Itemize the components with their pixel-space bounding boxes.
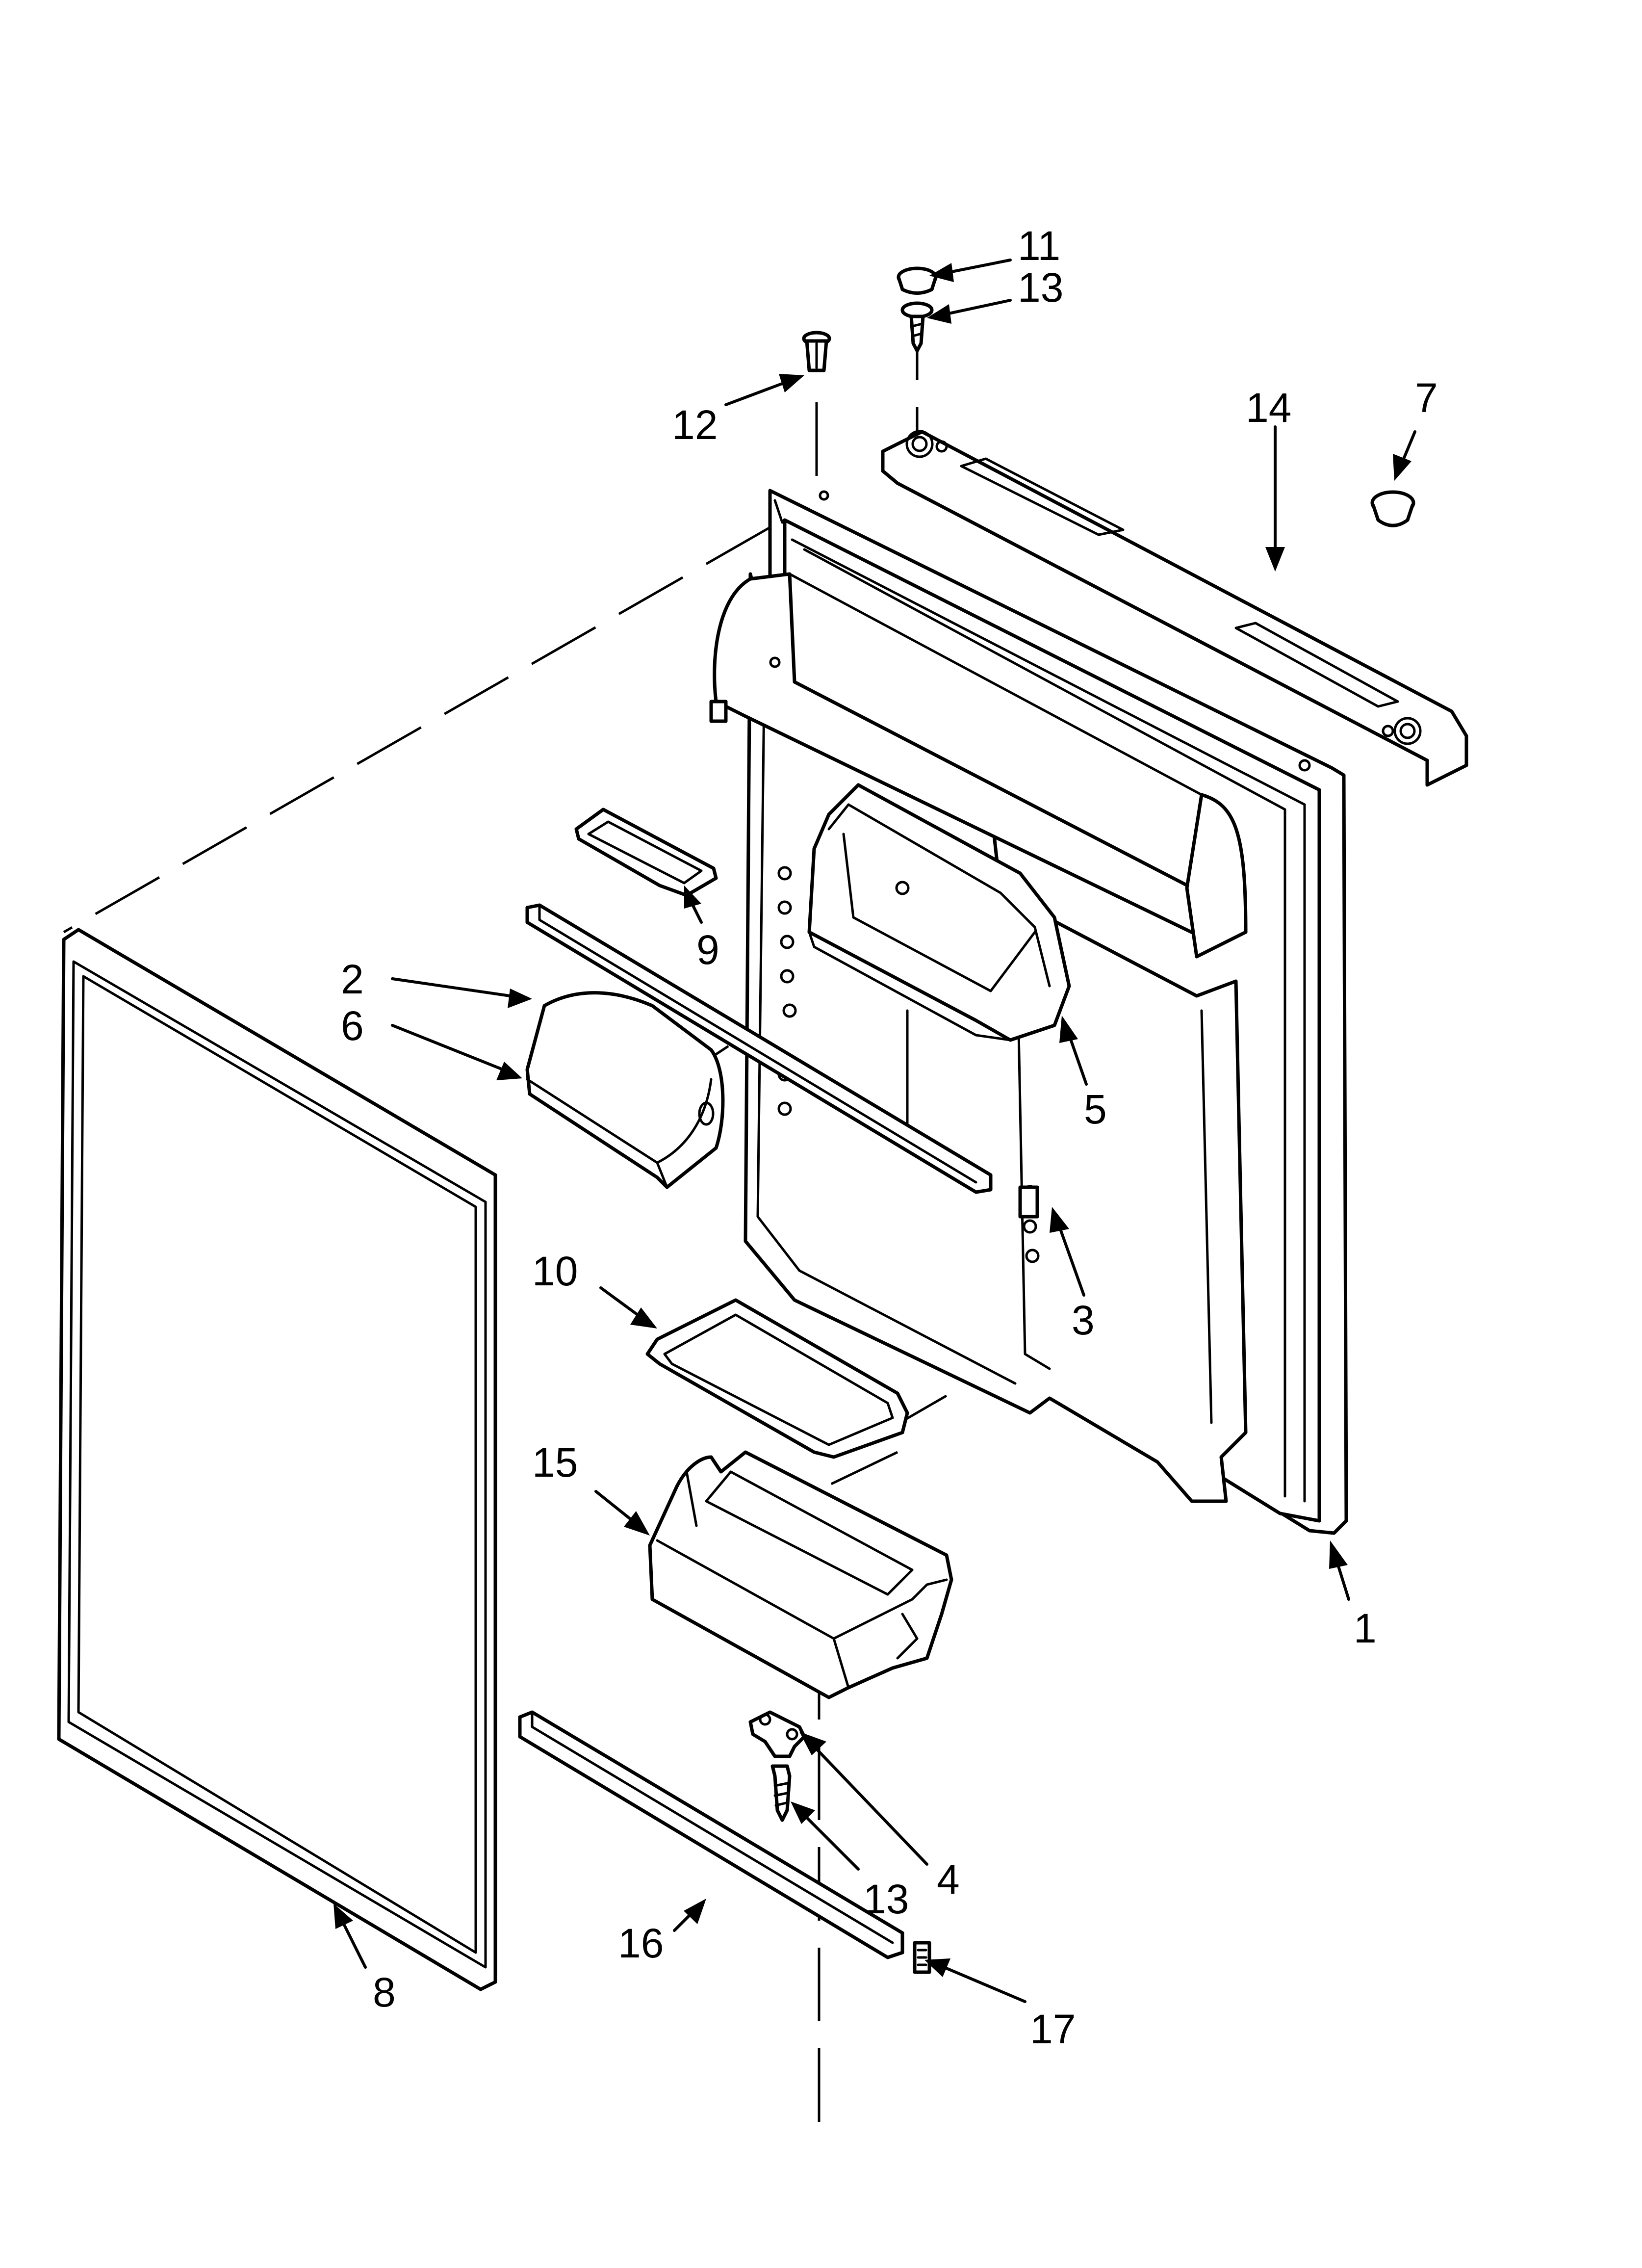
trim-strip-part-16 <box>518 1710 904 1959</box>
dairy-door-part-6 <box>525 991 725 1189</box>
callout-7: 7 <box>1415 375 1438 421</box>
pin-part-12 <box>802 331 831 372</box>
callout-17: 17 <box>1030 2006 1076 2052</box>
callout-8: 8 <box>373 1969 396 2015</box>
small-tray-part-9 <box>574 808 718 897</box>
callout-10: 10 <box>532 1248 578 1294</box>
callout-4: 4 <box>937 1856 960 1903</box>
handle-cap-part-14 <box>881 430 1468 787</box>
plug-part-11 <box>897 266 938 295</box>
callout-11: 11 <box>1018 223 1060 269</box>
callout-5: 5 <box>1084 1086 1107 1132</box>
screw-part-13-bottom <box>770 1764 792 1822</box>
callout-9: 9 <box>696 927 719 973</box>
upper-door-bin <box>709 572 1248 959</box>
callout-12: 12 <box>672 402 718 448</box>
callout-3: 3 <box>1072 1297 1095 1343</box>
door-bin-part-15 <box>648 1450 953 1699</box>
screw-part-13-top <box>900 301 934 353</box>
callout-numbers: 1 2 3 4 5 6 7 8 9 10 11 12 13 13 14 15 1… <box>341 223 1438 2052</box>
shelf-part-10 <box>645 1298 909 1459</box>
retainer-bar-part-2 <box>525 903 993 1194</box>
dairy-bin-part-5 <box>807 783 1071 1042</box>
plug-part-7 <box>1370 490 1415 527</box>
clip-part-3 <box>1018 1185 1039 1219</box>
callout-1: 1 <box>1354 1605 1377 1651</box>
callout-16: 16 <box>618 1920 664 1966</box>
callout-15: 15 <box>532 1439 578 1486</box>
callout-2: 2 <box>341 956 364 1002</box>
leader-arrows <box>334 259 1416 2003</box>
door-gasket-part-8 <box>57 928 497 1991</box>
end-cap-part-17 <box>913 1941 931 1974</box>
callout-13-bottom: 13 <box>863 1876 909 1922</box>
callout-6: 6 <box>341 1003 364 1049</box>
hinge-part-4 <box>748 1710 806 1758</box>
callout-13-top: 13 <box>1018 264 1063 311</box>
callout-14: 14 <box>1246 385 1291 431</box>
